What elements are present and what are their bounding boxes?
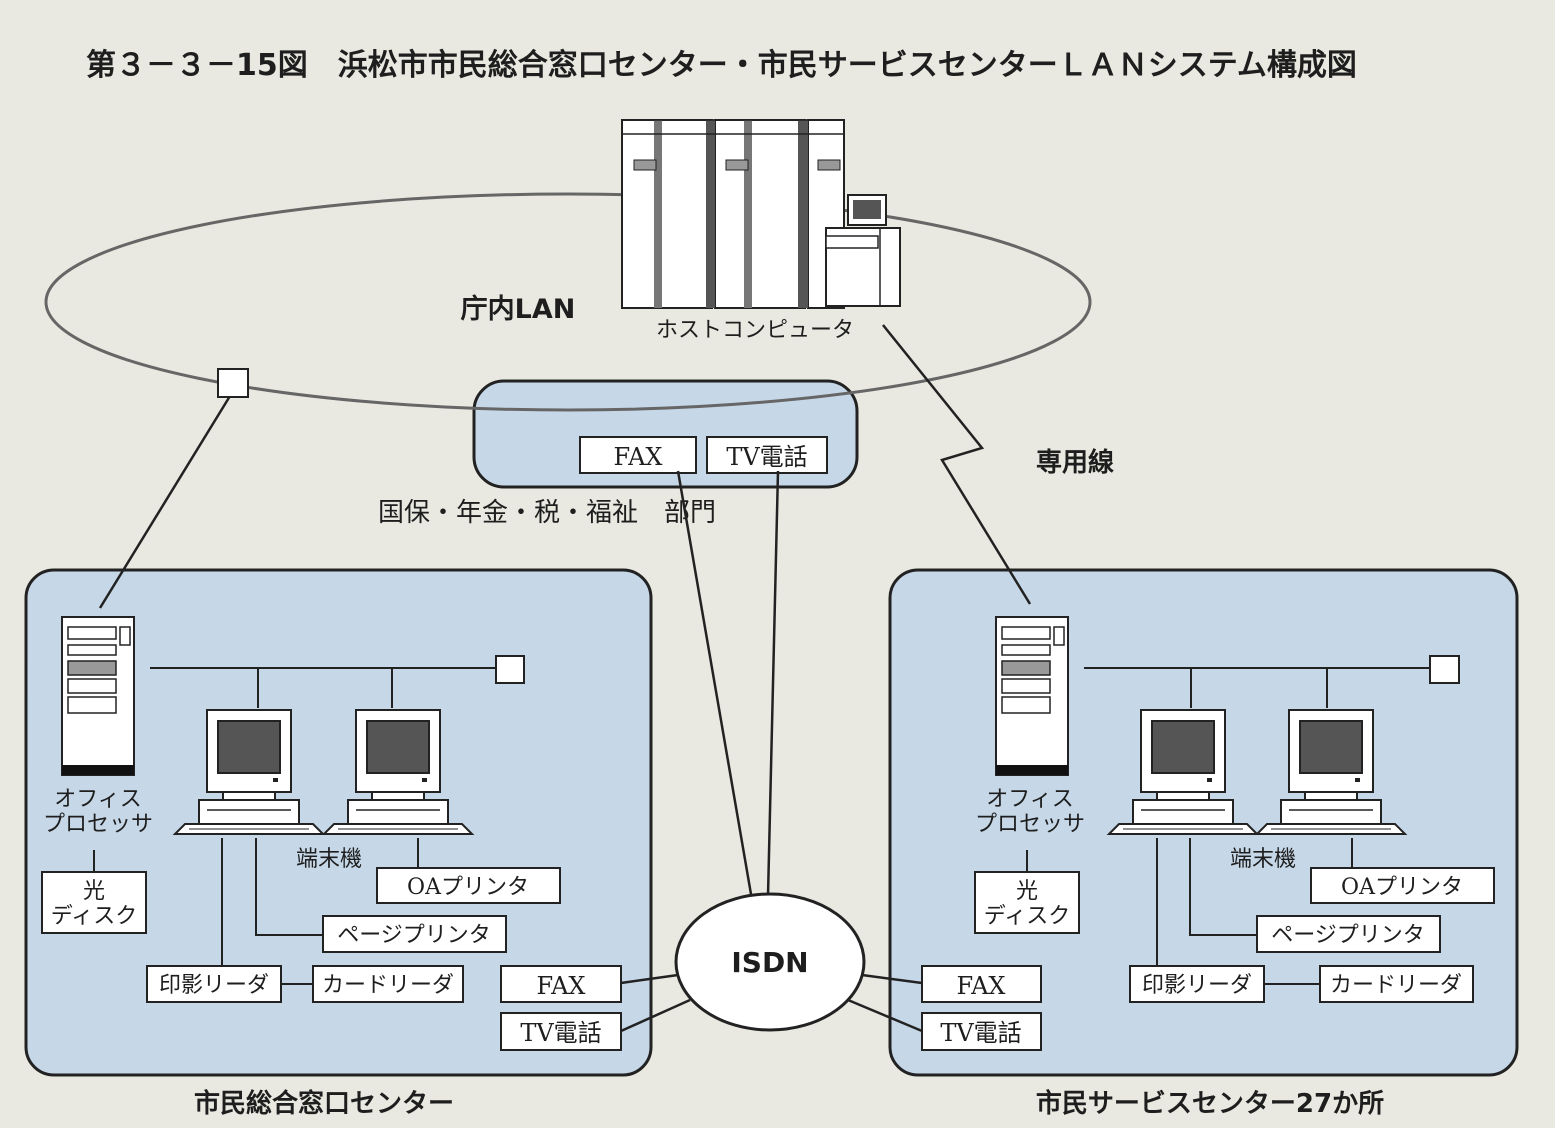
right-tv-label: TV電話: [940, 1019, 1021, 1047]
left-seal-reader-label: 印影リーダ: [159, 973, 269, 998]
left-office-processor-label-2: プロセッサ: [43, 812, 153, 837]
left-terminal-label: 端末機: [296, 847, 362, 872]
left-fax-box: [500, 965, 622, 1003]
isdn-label: ISDN: [731, 946, 808, 979]
right-fax-label: FAX: [957, 972, 1006, 1000]
isdn-link-left-tv: [620, 998, 691, 1033]
host-label: ホストコンピュータ: [656, 318, 854, 343]
right-oa-printer-box: [1310, 867, 1495, 904]
right-oa-printer-label: OAプリンタ: [1341, 875, 1463, 900]
right-fax-box: [921, 965, 1042, 1003]
dept-tv-box: [706, 436, 828, 474]
dept-fax-box: [579, 436, 697, 474]
right-zone-caption: 市民サービスセンター27か所: [1036, 1088, 1384, 1119]
left-bus-node: [495, 655, 525, 684]
right-card-reader-label: カードリーダ: [1330, 973, 1462, 998]
isdn-link-right-tv: [847, 998, 923, 1033]
lan-label: 庁内LAN: [461, 293, 576, 325]
left-tv-label: TV電話: [520, 1019, 601, 1047]
dept-label: 国保・年金・税・福祉 部門: [378, 498, 716, 528]
right-card-reader-box: [1319, 965, 1474, 1003]
right-bus-node: [1429, 655, 1460, 684]
left-card-reader-box: [312, 965, 464, 1003]
left-card-reader-label: カードリーダ: [322, 973, 454, 998]
right-seal-reader-box: [1129, 965, 1265, 1003]
lan-ring: [44, 192, 1092, 412]
lan-node: [217, 368, 249, 398]
dept-fax-label: FAX: [614, 443, 663, 471]
left-oa-printer-label: OAプリンタ: [407, 875, 529, 900]
isdn-node: [674, 892, 866, 1032]
lan-link-left: [98, 395, 232, 609]
right-optical-disk-label-2: ディスク: [984, 904, 1070, 929]
left-page-printer-label: ページプリンタ: [337, 923, 491, 948]
right-tv-box: [921, 1012, 1042, 1051]
dept-tv-label: TV電話: [726, 443, 807, 471]
isdn-link-tv: [766, 470, 780, 897]
right-office-processor-icon: [995, 616, 1069, 776]
right-page-link: [1189, 838, 1257, 936]
left-seal-reader-box: [146, 965, 282, 1003]
dedicated-line: [882, 324, 1032, 605]
isdn-link-right-fax: [861, 973, 923, 985]
right-seal-reader-label: 印影リーダ: [1142, 973, 1252, 998]
left-optical-disk-label-1: 光: [83, 879, 105, 904]
left-office-processor-icon: [61, 616, 135, 776]
left-zone-caption: 市民総合窓口センター: [194, 1088, 454, 1119]
right-terminal-label: 端末機: [1230, 847, 1296, 872]
left-oa-printer-box: [376, 867, 561, 904]
right-page-printer-box: [1256, 915, 1441, 953]
right-page-printer-label: ページプリンタ: [1271, 923, 1425, 948]
left-fax-label: FAX: [537, 972, 586, 1000]
isdn-link-fax: [676, 470, 754, 901]
dedicated-line-label: 専用線: [1036, 447, 1114, 478]
right-optical-disk-box: [974, 871, 1080, 934]
right-office-processor-label-1: オフィス: [986, 787, 1074, 812]
left-page-printer-box: [322, 915, 507, 953]
right-optical-disk-label-1: 光: [1016, 879, 1038, 904]
right-office-processor-label-2: プロセッサ: [975, 812, 1085, 837]
host-computer: [621, 119, 901, 309]
left-optical-disk-label-2: ディスク: [51, 904, 137, 929]
left-optical-disk-box: [41, 871, 147, 934]
page-title: 第３－３－15図 浜松市市民総合窓口センター・市民サービスセンターＬＡＮシステム…: [86, 48, 1357, 83]
isdn-link-left-fax: [620, 973, 679, 985]
left-page-link: [255, 838, 323, 936]
left-office-processor-label-1: オフィス: [54, 787, 142, 812]
left-tv-box: [500, 1012, 622, 1051]
